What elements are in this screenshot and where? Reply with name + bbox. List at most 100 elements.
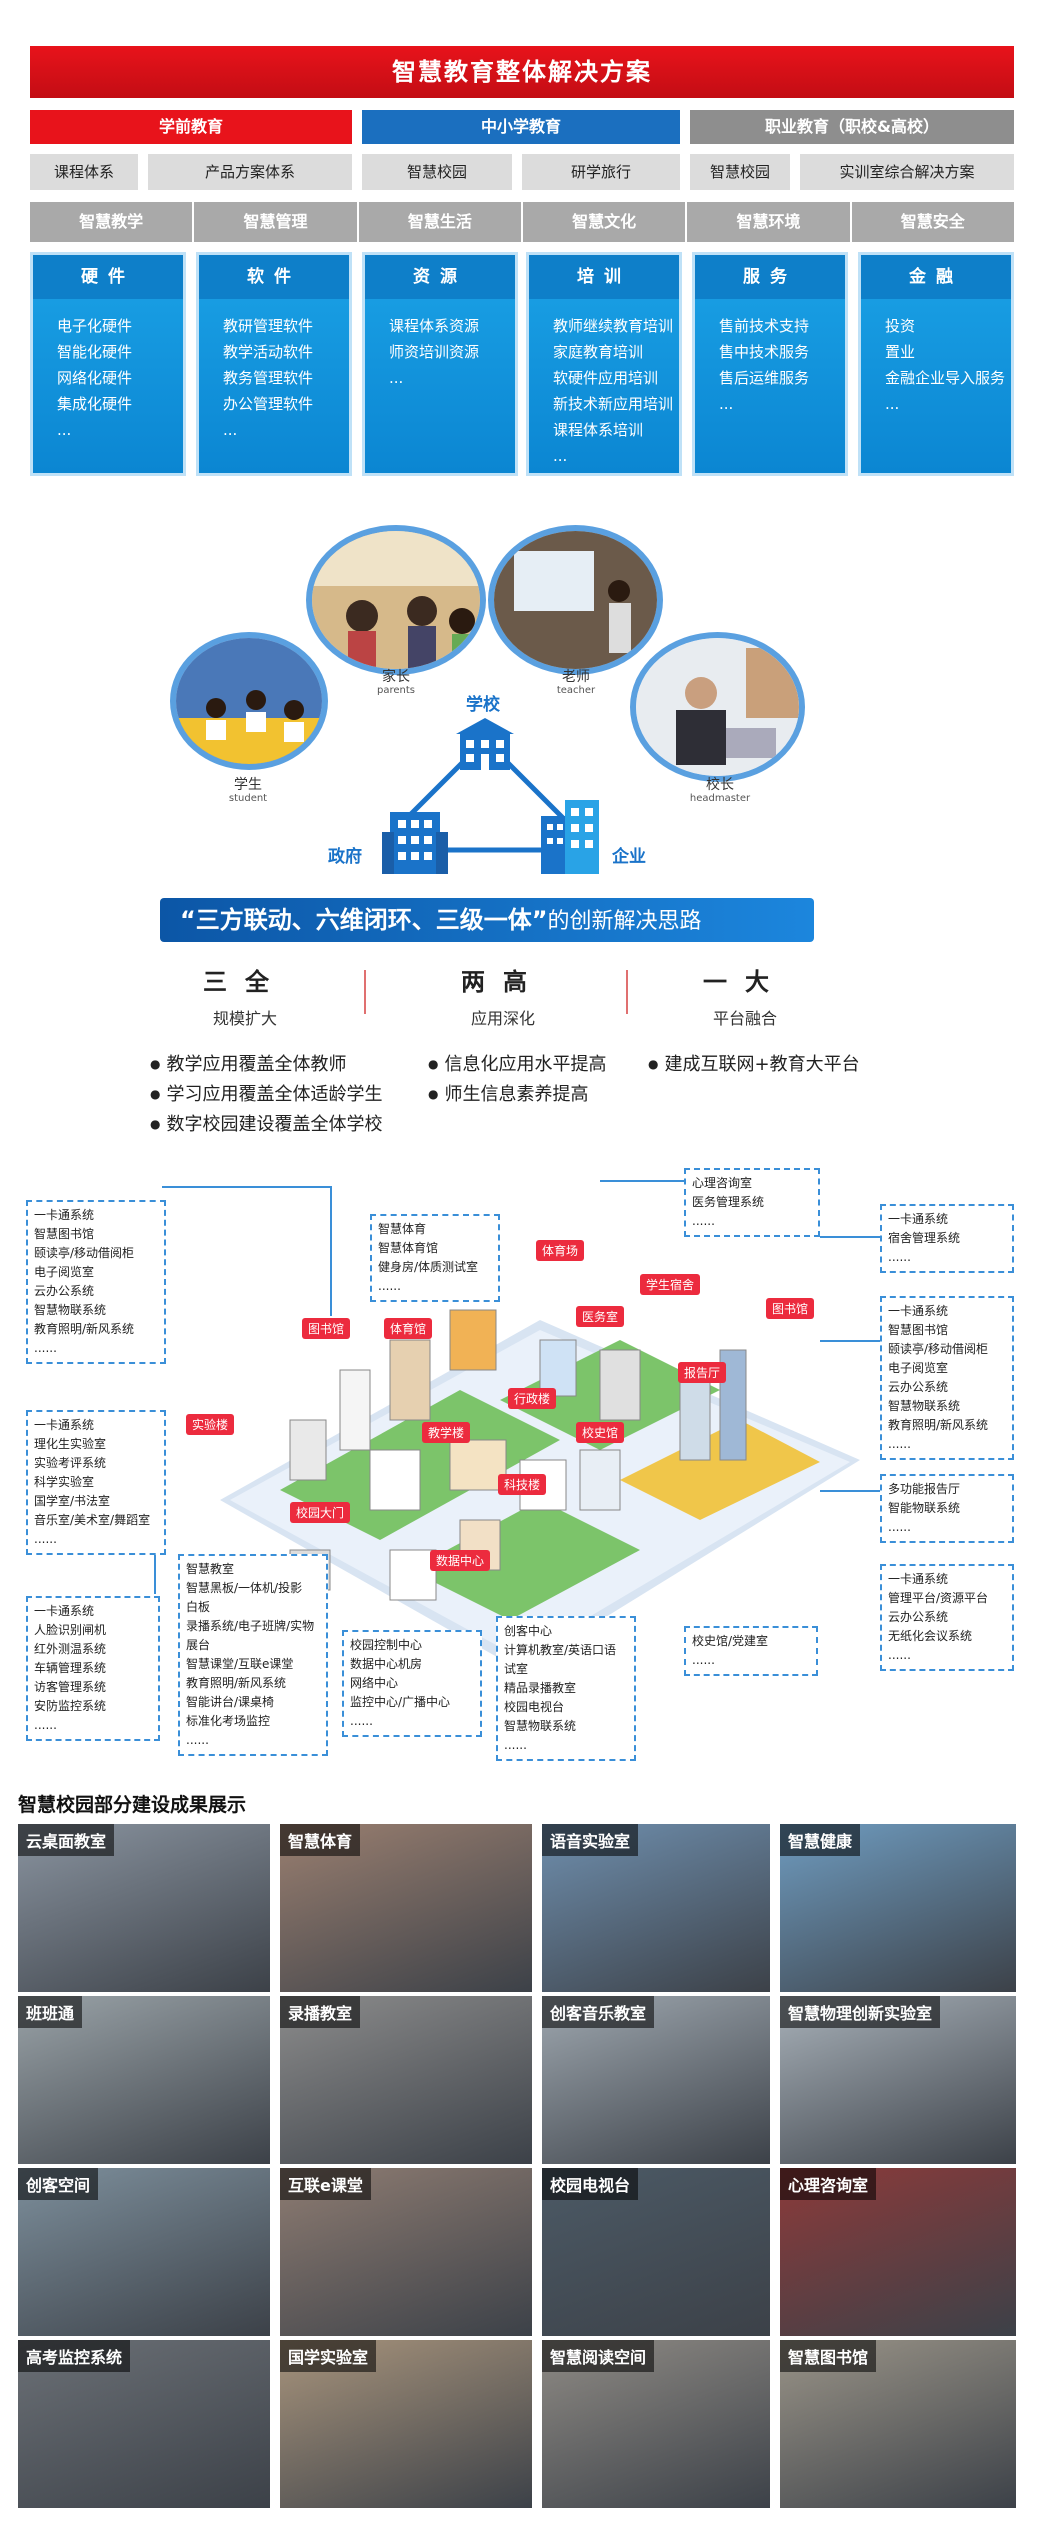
info-box-line: 教育照明/新风系统 — [888, 1418, 989, 1432]
gallery-caption: 高考监控系统 — [18, 2340, 131, 2372]
tag-science[interactable]: 科技楼 — [498, 1474, 547, 1495]
info-box-line: 创客中心 — [504, 1624, 553, 1638]
gallery-caption: 智慧阅读空间 — [542, 2340, 655, 2372]
bullet-item: 信息化应用水平提高 — [428, 1050, 606, 1076]
info-box-line: 智慧图书馆 — [34, 1227, 95, 1241]
info-box-line: ...... — [34, 1718, 57, 1732]
smart-item[interactable]: 智慧环境 — [687, 202, 852, 242]
gallery-photo[interactable]: 智慧阅读空间 — [542, 2340, 770, 2508]
tag-hall[interactable]: 报告厅 — [678, 1362, 727, 1383]
tag-library-right[interactable]: 图书馆 — [766, 1298, 815, 1319]
gallery-photo[interactable]: 校园电视台 — [542, 2168, 770, 2336]
gallery-photo[interactable]: 高考监控系统 — [18, 2340, 270, 2508]
sub-item[interactable]: 研学旅行 — [522, 154, 680, 190]
service-card[interactable]: 资源课程体系资源师资培训资源... — [362, 252, 518, 476]
school-label: 学校 — [466, 695, 500, 715]
gallery-photo[interactable]: 智慧健康 — [780, 1824, 1016, 1992]
tag-admin[interactable]: 行政楼 — [508, 1388, 557, 1409]
gallery-photo[interactable]: 智慧物理创新实验室 — [780, 1996, 1016, 2164]
info-box-line: 无纸化会议系统 — [888, 1629, 973, 1643]
info-box: 一卡通系统理化生实验室实验考评系统科学实验室国学室/书法室音乐室/美术室/舞蹈室… — [26, 1410, 166, 1555]
service-card[interactable]: 服务售前技术支持售中技术服务售后运维服务... — [692, 252, 848, 476]
info-box-line: 科学实验室 — [34, 1475, 95, 1489]
info-box-line: 红外测温系统 — [34, 1642, 107, 1656]
info-box-line: 一卡通系统 — [888, 1212, 949, 1226]
teacher-photo — [488, 525, 663, 675]
service-card[interactable]: 培训教师继续教育培训家庭教育培训软硬件应用培训新技术新应用培训课程体系培训... — [526, 252, 682, 476]
slogan-banner: “三方联动、六维闭环、三级一体”的创新解决思路 — [160, 898, 814, 942]
gallery-photo[interactable]: 智慧图书馆 — [780, 2340, 1016, 2508]
service-card[interactable]: 金融投资置业金融企业导入服务... — [858, 252, 1014, 476]
info-box-line: 电子阅览室 — [34, 1265, 95, 1279]
pillar-3: 一大平台融合 — [703, 968, 787, 1028]
info-box: 智慧教室智慧黑板/一体机/投影白板录播系统/电子班牌/实物展台智慧课堂/互联e课… — [178, 1554, 328, 1756]
gallery-photo[interactable]: 云桌面教室 — [18, 1824, 270, 1992]
gallery-photo[interactable]: 国学实验室 — [280, 2340, 532, 2508]
sub-item[interactable]: 产品方案体系 — [148, 154, 352, 190]
sub-item[interactable]: 课程体系 — [30, 154, 138, 190]
gallery-caption: 班班通 — [18, 1996, 83, 2028]
smart-item[interactable]: 智慧管理 — [194, 202, 359, 242]
gallery-photo[interactable]: 创客音乐教室 — [542, 1996, 770, 2164]
tag-lab-building[interactable]: 实验楼 — [186, 1414, 235, 1435]
tag-student-dorm[interactable]: 学生宿舍 — [640, 1274, 701, 1295]
gallery-photo[interactable]: 创客空间 — [18, 2168, 270, 2336]
info-box-line: 智慧图书馆 — [888, 1323, 949, 1337]
gallery-photo[interactable]: 班班通 — [18, 1996, 270, 2164]
category-k12[interactable]: 中小学教育 — [362, 110, 680, 144]
pillar-divider — [626, 970, 628, 1014]
gallery-photo[interactable]: 智慧体育 — [280, 1824, 532, 1992]
service-card-item: 课程体系资源 — [389, 317, 480, 335]
service-card-item: 教师继续教育培训 — [553, 317, 674, 335]
info-box-line: 安防监控系统 — [34, 1699, 107, 1713]
sub-item[interactable]: 实训室综合解决方案 — [800, 154, 1014, 190]
service-card-item: 金融企业导入服务 — [885, 369, 1006, 387]
tag-teaching[interactable]: 教学楼 — [422, 1422, 471, 1443]
tag-datacenter[interactable]: 数据中心 — [430, 1550, 491, 1571]
info-box: 一卡通系统管理平台/资源平台云办公系统无纸化会议系统...... — [880, 1564, 1014, 1671]
info-box-line: 国学室/书法室 — [34, 1494, 111, 1508]
gallery-photo[interactable]: 互联e课堂 — [280, 2168, 532, 2336]
gallery-photo[interactable]: 录播教室 — [280, 1996, 532, 2164]
tag-sports-field[interactable]: 体育场 — [536, 1240, 585, 1261]
tag-gate[interactable]: 校园大门 — [290, 1502, 351, 1523]
category-vocational[interactable]: 职业教育（职校&高校） — [690, 110, 1014, 144]
tag-history[interactable]: 校史馆 — [576, 1422, 625, 1443]
gallery-photo[interactable]: 语音实验室 — [542, 1824, 770, 1992]
info-box-line: 白板 — [186, 1600, 211, 1614]
info-box-line: 颐读亭/移动借阅柜 — [34, 1246, 135, 1260]
info-box-line: 录播系统/电子班牌/实物 — [186, 1619, 315, 1633]
tag-clinic[interactable]: 医务室 — [576, 1306, 625, 1327]
campus-illustration — [220, 1309, 860, 1670]
category-preschool[interactable]: 学前教育 — [30, 110, 352, 144]
service-card[interactable]: 硬件电子化硬件智能化硬件网络化硬件集成化硬件... — [30, 252, 186, 476]
info-box: 一卡通系统宿舍管理系统...... — [880, 1204, 1014, 1273]
info-box-line: 教育照明/新风系统 — [186, 1676, 287, 1690]
info-box-line: 访客管理系统 — [34, 1680, 107, 1694]
pillar-divider — [364, 970, 366, 1014]
service-card-item: 办公管理软件 — [223, 395, 314, 413]
smart-item[interactable]: 智慧教学 — [30, 202, 195, 242]
info-box: 多功能报告厅智能物联系统...... — [880, 1474, 1014, 1543]
tag-gym[interactable]: 体育馆 — [384, 1318, 433, 1339]
service-card-header: 资源 — [365, 255, 515, 299]
info-box-line: 教育照明/新风系统 — [34, 1322, 135, 1336]
smart-item[interactable]: 智慧文化 — [523, 202, 688, 242]
sub-item[interactable]: 智慧校园 — [690, 154, 790, 190]
service-card-item: 售前技术支持 — [719, 317, 810, 335]
info-box: 校史馆/党建室...... — [684, 1626, 818, 1676]
info-box-line: 计算机教室/英语口语 — [504, 1643, 617, 1657]
smart-item[interactable]: 智慧生活 — [359, 202, 523, 242]
info-box-line: 一卡通系统 — [888, 1304, 949, 1318]
gallery-caption: 智慧图书馆 — [780, 2340, 877, 2372]
smart-item[interactable]: 智慧安全 — [900, 212, 965, 231]
sub-item[interactable]: 智慧校园 — [362, 154, 512, 190]
service-card-item: ... — [57, 421, 72, 439]
info-box-line: 监控中心/广播中心 — [350, 1695, 451, 1709]
service-card[interactable]: 软件教研管理软件教学活动软件教务管理软件办公管理软件... — [196, 252, 352, 476]
gallery-photo[interactable]: 心理咨询室 — [780, 2168, 1016, 2336]
tag-library[interactable]: 图书馆 — [302, 1318, 351, 1339]
info-box-line: 校史馆/党建室 — [692, 1634, 769, 1648]
